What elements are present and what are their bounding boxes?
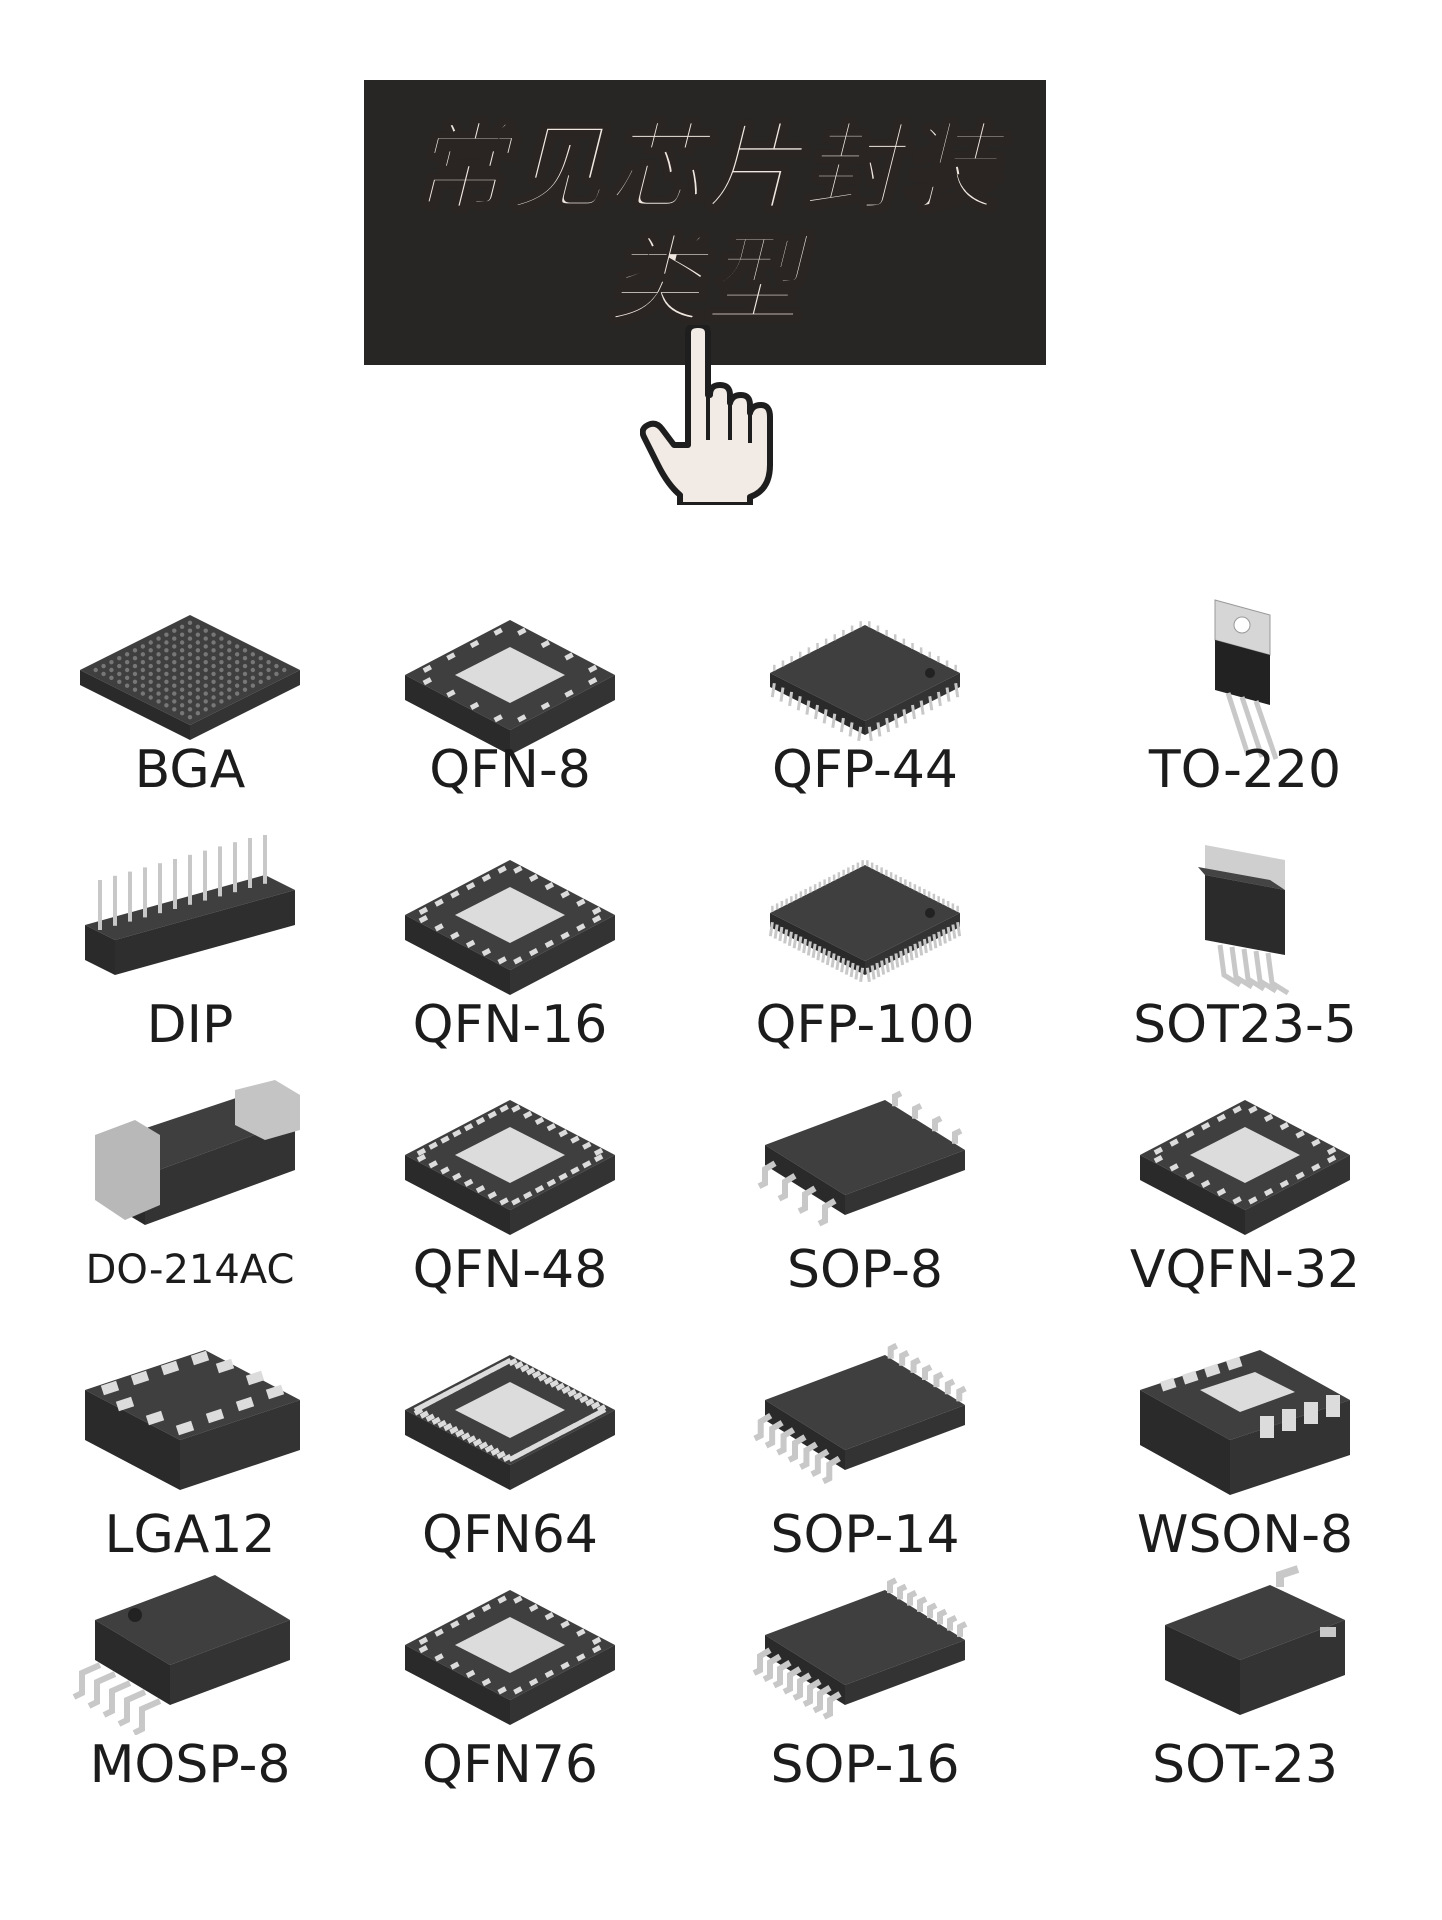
dip-chip-icon	[85, 835, 295, 975]
title-banner	[364, 80, 1046, 365]
lga-chip-icon	[85, 1350, 300, 1490]
package-label: SOP-14	[770, 1505, 960, 1565]
package-card: QFN64	[345, 1330, 675, 1570]
package-card: LGA12	[25, 1330, 355, 1570]
package-label: MOSP-8	[89, 1735, 291, 1795]
qfn-chip-icon	[405, 1100, 615, 1235]
package-label: LGA12	[104, 1505, 276, 1565]
package-label: BGA	[134, 740, 246, 800]
package-label: QFN-48	[412, 1240, 608, 1300]
package-card: VQFN-32	[1080, 1075, 1410, 1315]
package-card: DO-214AC	[25, 1075, 355, 1315]
qfp-chip-icon	[768, 860, 962, 983]
package-card: MOSP-8	[25, 1565, 355, 1805]
package-label: TO-220	[1148, 740, 1342, 800]
sop-chip-icon	[752, 1577, 968, 1720]
package-label: QFN-8	[429, 740, 591, 800]
wson-chip-icon	[1140, 1350, 1350, 1495]
sop-chip-icon	[753, 1342, 967, 1485]
package-label: QFN-16	[412, 995, 608, 1055]
package-card: SOT23-5	[1080, 835, 1410, 1075]
package-card: QFN76	[345, 1565, 675, 1805]
package-label: SOT-23	[1152, 1735, 1338, 1795]
pointing-hand-icon	[640, 325, 773, 505]
package-card: DIP	[25, 835, 355, 1075]
sot23-5-chip-icon	[1198, 845, 1290, 996]
qfn-chip-icon	[1140, 1100, 1350, 1235]
package-label: QFN76	[422, 1735, 598, 1795]
title-line-1: 常见芯片封装	[410, 112, 999, 224]
sop-chip-icon	[757, 1090, 965, 1227]
package-card: SOT-23	[1080, 1565, 1410, 1805]
do214ac-chip-icon	[95, 1080, 300, 1225]
qfp-chip-icon	[770, 621, 960, 742]
qfn-chip-icon	[405, 620, 615, 755]
qfn-chip-icon	[405, 1355, 615, 1490]
package-label: WSON-8	[1136, 1505, 1354, 1565]
package-card: QFP-100	[700, 835, 1030, 1075]
qfn-chip-icon	[405, 1590, 615, 1725]
to220-chip-icon	[1214, 599, 1279, 760]
package-card: SOP-8	[700, 1075, 1030, 1315]
title-line-2: 类型	[606, 224, 803, 336]
package-label: VQFN-32	[1129, 1240, 1361, 1300]
package-label: SOT23-5	[1133, 995, 1357, 1055]
package-card: BGA	[25, 595, 355, 835]
package-card: SOP-16	[700, 1565, 1030, 1805]
sot23-chip-icon	[1165, 1565, 1345, 1715]
package-card: TO-220	[1080, 595, 1410, 835]
package-label: SOP-8	[787, 1240, 943, 1300]
package-card: WSON-8	[1080, 1330, 1410, 1570]
package-label: QFP-44	[772, 740, 958, 800]
qfn-chip-icon	[405, 860, 615, 995]
package-label: QFP-100	[755, 995, 975, 1055]
package-label: DIP	[146, 995, 234, 1055]
package-label: SOP-16	[770, 1735, 960, 1795]
bga-chip-icon	[80, 615, 300, 740]
package-card: QFN-8	[345, 595, 675, 835]
msop-chip-icon	[72, 1575, 290, 1735]
package-card: QFN-48	[345, 1075, 675, 1315]
package-card: QFN-16	[345, 835, 675, 1075]
package-card: QFP-44	[700, 595, 1030, 835]
package-label: DO-214AC	[85, 1247, 295, 1293]
package-label: QFN64	[422, 1505, 598, 1565]
package-card: SOP-14	[700, 1330, 1030, 1570]
